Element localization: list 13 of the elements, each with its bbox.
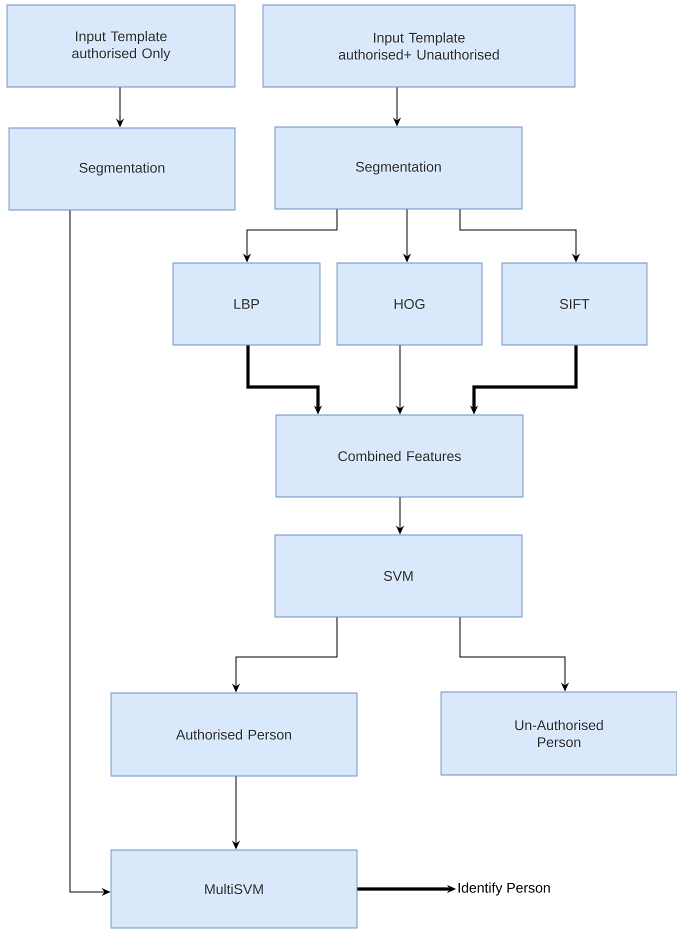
process-box: Segmentation bbox=[8, 128, 236, 210]
process-box: Authorised Person bbox=[110, 692, 358, 776]
process-box: MultiSVM bbox=[110, 850, 358, 928]
process-box: SIFT bbox=[502, 262, 648, 346]
process-box: Input Template authorised+ Unauthorised bbox=[262, 4, 576, 88]
process-box: Combined Features bbox=[276, 414, 524, 498]
process-box: Un-Authorised Person bbox=[440, 692, 677, 776]
output-label: Identify Person bbox=[458, 882, 550, 896]
process-box: Input Template authorised Only bbox=[6, 4, 236, 88]
process-box: LBP bbox=[172, 262, 320, 346]
process-box: SVM bbox=[274, 534, 522, 618]
process-box: HOG bbox=[336, 262, 482, 346]
process-box: Segmentation bbox=[274, 126, 522, 210]
